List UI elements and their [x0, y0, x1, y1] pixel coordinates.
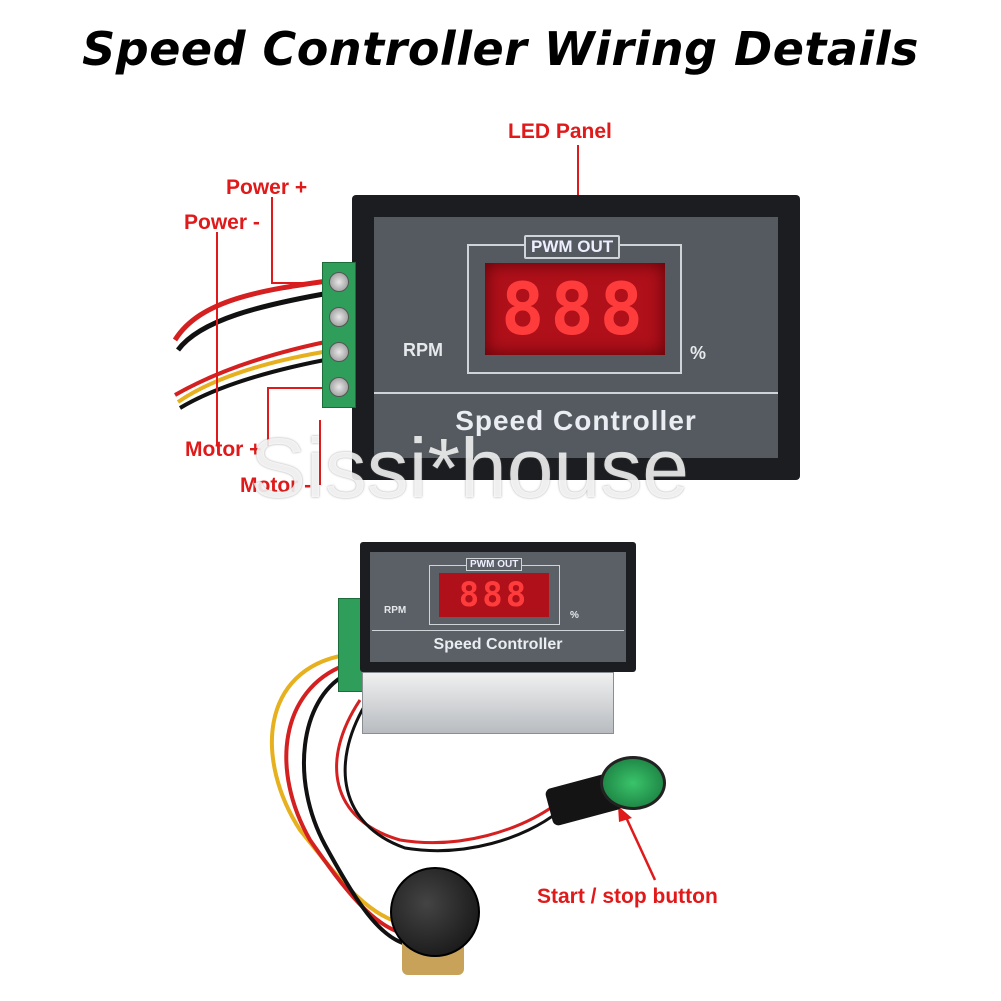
terminal-block-small [338, 598, 364, 692]
pointer-start-stop-arrow [618, 806, 632, 822]
pointer-motor-plus [267, 387, 327, 446]
label-power-plus: Power + [226, 176, 308, 199]
wire-switch-black [343, 704, 559, 853]
label-motor-minus: Motor - [240, 474, 312, 497]
terminal-screw [329, 377, 349, 397]
wire-black-2 [178, 356, 336, 410]
controller-name: Speed Controller [455, 405, 697, 436]
wire-yellow [176, 348, 336, 404]
percent-label: % [570, 610, 579, 621]
wire-small-black [301, 673, 411, 947]
wire-red-2 [174, 338, 336, 397]
led-display: 888 [439, 573, 549, 617]
label-motor-plus: Motor + [185, 438, 262, 461]
terminal-screw [329, 307, 349, 327]
watermark: Sissi*house [250, 421, 689, 515]
led-display: 888 [485, 263, 665, 355]
wire-small-yellow [269, 653, 411, 927]
wire-switch-red [335, 699, 556, 845]
page-title: Speed Controller Wiring Details [82, 22, 919, 76]
potentiometer-knob [390, 867, 480, 957]
percent-label: % [690, 343, 707, 363]
pointer-power-plus [271, 197, 327, 284]
rpm-label: RPM [403, 340, 443, 360]
aluminum-housing [362, 672, 614, 734]
terminal-screw [329, 342, 349, 362]
divider [374, 392, 778, 394]
pointer-start-stop [623, 814, 657, 881]
label-led-panel: LED Panel [508, 120, 612, 143]
label-power-minus: Power - [184, 211, 260, 234]
divider [372, 630, 624, 631]
terminal-screw [329, 272, 349, 292]
pwm-out-tag: PWM OUT [466, 558, 523, 571]
rpm-label: RPM [384, 605, 407, 616]
label-start-stop: Start / stop button [537, 885, 718, 908]
wire-small-red [284, 663, 411, 937]
wire-black [175, 289, 336, 352]
start-stop-button [600, 756, 666, 810]
pwm-out-tag: PWM OUT [524, 235, 621, 259]
controller-name: Speed Controller [433, 636, 563, 653]
